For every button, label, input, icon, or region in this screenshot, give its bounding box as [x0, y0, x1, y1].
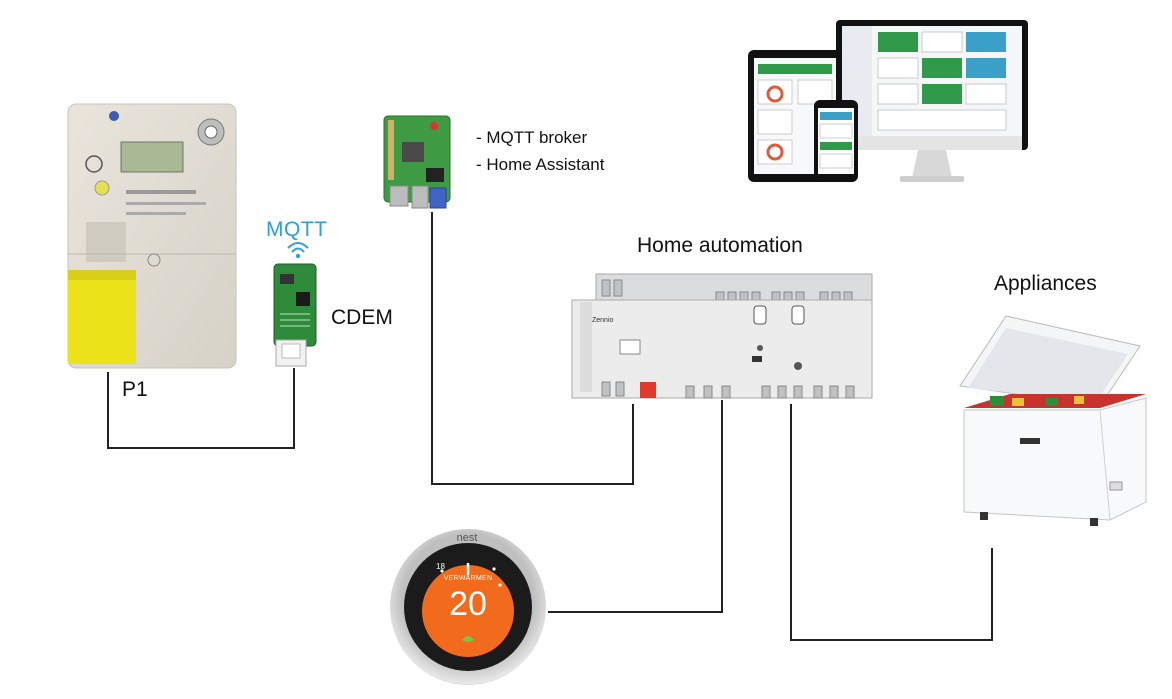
nest-thermostat — [388, 527, 548, 687]
freezer-icon — [959, 315, 1147, 526]
wire-p1-cdem — [107, 368, 295, 449]
home-automation-label: Home automation — [637, 234, 803, 257]
electricity-meter — [66, 102, 238, 370]
cdem-label: CDEM — [331, 306, 393, 329]
chest-freezer — [950, 306, 1150, 546]
thermostat-mode: VERWARMEN — [443, 575, 493, 582]
thermostat-small-value: 18 — [436, 562, 445, 571]
raspberry-pi — [382, 112, 454, 216]
knx-controller-icon: Zennio — [571, 273, 873, 399]
nest-brand: nest — [456, 532, 478, 544]
meter-icon — [67, 103, 237, 369]
thermostat-temperature: 20 — [449, 585, 487, 623]
note-home-assistant: - Home Assistant — [476, 155, 605, 174]
cdem-dongle — [270, 262, 320, 370]
note-mqtt-broker: - MQTT broker — [476, 128, 588, 147]
knx-brand: Zennio — [592, 317, 614, 324]
dashboard-devices — [746, 18, 1030, 184]
raspberry-pi-icon — [383, 115, 451, 209]
dashboard-screens-icon — [748, 20, 1028, 182]
wifi-icon — [287, 242, 309, 259]
knx-controller: Zennio — [566, 270, 876, 410]
mqtt-label: MQTT — [266, 218, 328, 241]
cdem-board-icon — [273, 263, 317, 367]
wire-pi-knx — [431, 212, 634, 485]
wire-nest-knx — [548, 400, 723, 613]
p1-label: P1 — [122, 378, 148, 401]
thermostat-icon — [390, 529, 546, 685]
appliances-label: Appliances — [994, 272, 1097, 295]
raspberry-notes: - MQTT broker - Home Assistant — [476, 124, 605, 178]
wire-freezer-knx — [790, 404, 993, 641]
